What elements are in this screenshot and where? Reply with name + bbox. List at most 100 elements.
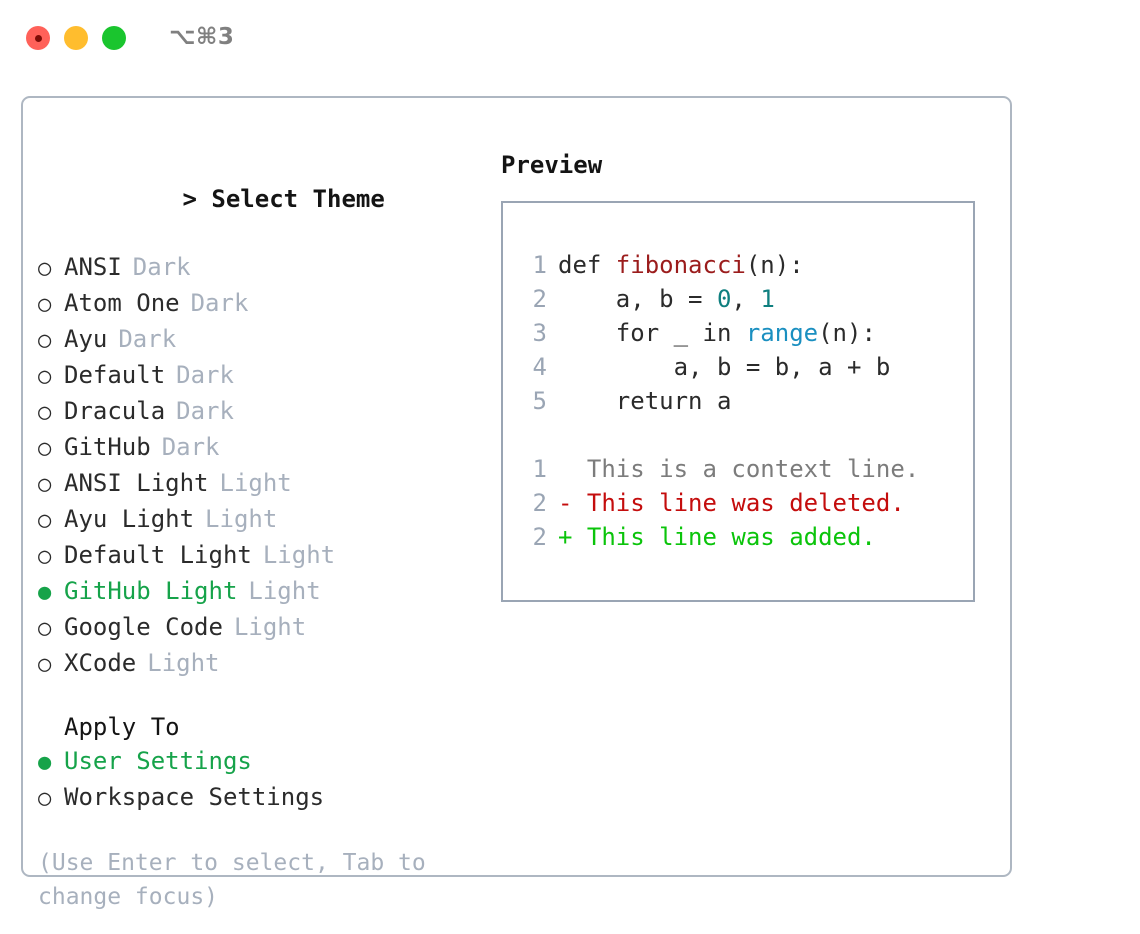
code-line: 5 return a xyxy=(523,384,969,418)
prompt-caret-icon: > xyxy=(182,185,212,213)
diff-line-text: - This line was deleted. xyxy=(558,489,905,517)
apply-to-list: ● User Settings ○ Workspace Settings xyxy=(38,744,488,816)
code-token-kw: return a xyxy=(558,387,732,415)
diff-line-del: 2 - This line was deleted. xyxy=(523,486,969,520)
radio-unselected-icon: ○ xyxy=(38,544,52,569)
apply-to-section: Apply To ● User Settings ○ Workspace Settin… xyxy=(38,710,488,816)
theme-variant-tag: Dark xyxy=(118,325,177,353)
line-number: 2 xyxy=(532,523,547,551)
radio-unselected-icon: ○ xyxy=(38,292,52,317)
code-line-text: a, b = b, a + b xyxy=(547,350,891,384)
radio-unselected-icon: ○ xyxy=(38,400,52,425)
radio-unselected-icon: ○ xyxy=(38,508,52,533)
apply-to-option-user-settings[interactable]: ● User Settings xyxy=(38,744,488,780)
radio-unselected-icon: ○ xyxy=(38,328,52,353)
close-button[interactable] xyxy=(26,26,50,50)
radio-unselected-icon: ○ xyxy=(38,436,52,461)
theme-option-github[interactable]: ○ GitHub Dark xyxy=(38,430,488,466)
radio-unselected-icon: ○ xyxy=(38,786,52,811)
apply-to-option-label: Workspace Settings xyxy=(64,783,325,811)
theme-option-label: Ayu xyxy=(64,325,108,353)
code-line-text: def fibonacci(n): xyxy=(547,248,804,282)
code-line: 4 a, b = b, a + b xyxy=(523,350,969,384)
code-line: 2 a, b = 0, 1 xyxy=(523,282,969,316)
theme-option-label: ANSI Light xyxy=(64,469,209,497)
apply-to-heading: Apply To xyxy=(64,713,180,741)
theme-variant-tag: Light xyxy=(147,649,220,677)
window-controls xyxy=(26,26,126,50)
code-token-punct: , xyxy=(731,285,761,313)
apply-to-option-label: User Settings xyxy=(64,747,252,775)
code-token-kw: a, b = xyxy=(558,285,717,313)
line-number: 5 xyxy=(532,387,547,415)
code-line-text: return a xyxy=(547,384,732,418)
diff-line-text: + This line was added. xyxy=(558,523,876,551)
theme-option-label: GitHub xyxy=(64,433,151,461)
line-number: 1 xyxy=(532,455,547,483)
zoom-button[interactable] xyxy=(102,26,126,50)
title-bar: ⌥⌘3 xyxy=(0,0,1140,78)
theme-variant-tag: Dark xyxy=(132,253,191,281)
theme-variant-tag: Dark xyxy=(161,433,220,461)
theme-option-label: GitHub Light xyxy=(64,577,238,605)
theme-option-label: Dracula xyxy=(64,397,166,425)
radio-unselected-icon: ○ xyxy=(38,472,52,497)
theme-option-ayu[interactable]: ○ Ayu Dark xyxy=(38,322,488,358)
code-token-punct: (n): xyxy=(818,319,876,347)
code-token-fn: fibonacci xyxy=(615,251,746,279)
theme-option-atom-one[interactable]: ○ Atom One Dark xyxy=(38,286,488,322)
line-number: 1 xyxy=(532,251,547,279)
radio-selected-icon: ● xyxy=(38,750,52,775)
theme-variant-tag: Light xyxy=(233,613,307,641)
line-number: 2 xyxy=(532,489,547,517)
radio-unselected-icon: ○ xyxy=(38,652,52,677)
theme-option-label: Google Code xyxy=(64,613,223,641)
diff-line-context: 1 This is a context line. xyxy=(523,452,969,486)
preview-heading: Preview xyxy=(501,151,603,179)
code-token-num: 0 xyxy=(716,285,732,313)
diff-sample: 1 This is a context line. 2 - This line wa… xyxy=(523,452,969,554)
code-token-kw: a, b = b, a + b xyxy=(558,353,891,381)
theme-variant-tag: Light xyxy=(219,469,292,497)
theme-option-dracula[interactable]: ○ Dracula Dark xyxy=(38,394,488,430)
theme-variant-tag: Dark xyxy=(176,397,234,425)
theme-variant-tag: Dark xyxy=(176,361,234,389)
theme-option-label: Default xyxy=(64,361,166,389)
code-token-call: range xyxy=(745,319,819,347)
radio-selected-icon: ● xyxy=(38,580,52,605)
theme-option-label: Ayu Light xyxy=(64,505,195,533)
theme-option-ansi-light[interactable]: ○ ANSI Light Light xyxy=(38,466,488,502)
theme-option-label: Atom One xyxy=(64,289,180,317)
keyboard-shortcut-label: ⌥⌘3 xyxy=(169,24,235,50)
line-number: 2 xyxy=(532,285,547,313)
apply-to-option-workspace-settings[interactable]: ○ Workspace Settings xyxy=(38,780,488,816)
theme-variant-tag: Dark xyxy=(190,289,249,317)
minimize-button[interactable] xyxy=(64,26,88,50)
preview-spacer xyxy=(523,418,969,452)
select-theme-heading: > Select Theme xyxy=(38,148,488,250)
code-token-kw: for _ in xyxy=(558,319,746,347)
code-line-text: for _ in range(n): xyxy=(547,316,876,350)
code-line-text: a, b = 0, 1 xyxy=(547,282,775,316)
code-token-num: 1 xyxy=(760,285,775,313)
line-number: 3 xyxy=(532,319,547,347)
theme-variant-tag: Light xyxy=(262,541,336,569)
diff-line-add: 2 + This line was added. xyxy=(523,520,969,554)
theme-option-label: ANSI xyxy=(64,253,122,281)
code-token-punct: (n): xyxy=(745,251,804,279)
